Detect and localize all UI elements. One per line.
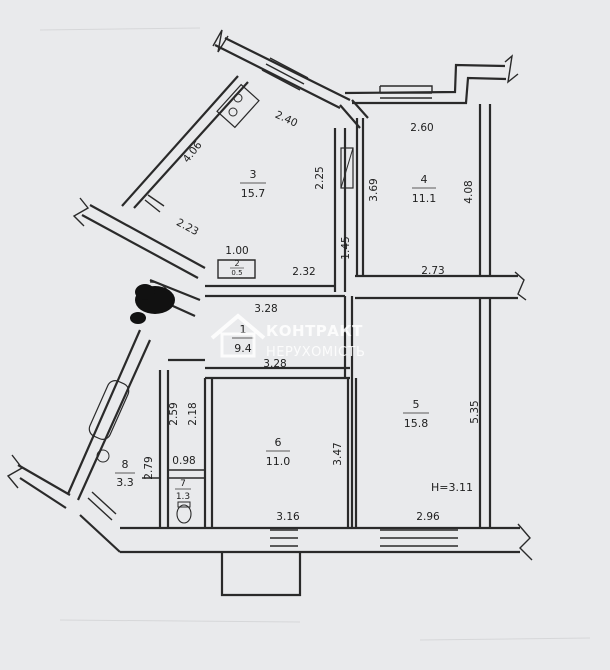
window-room4-top: [379, 85, 433, 104]
dimension-label: 4.08: [463, 180, 475, 203]
dimension-label: 2.40: [273, 109, 299, 130]
dimension-label: 2.18: [187, 402, 199, 425]
dimension-label: 2.60: [410, 122, 433, 134]
room-6-number: 6: [275, 436, 282, 449]
house-logo-icon: [210, 313, 266, 358]
window-bottom-room5: [380, 529, 458, 547]
dimension-label: 3.69: [368, 178, 380, 201]
agency-watermark: КОНТРАКТ НЕРУХОМІСТЬ: [210, 313, 365, 360]
dimension-label: 1.45: [340, 236, 352, 259]
room-1-area: 9.4: [234, 342, 252, 355]
window-kitchen-left: [144, 194, 165, 213]
room-6-area: 11.0: [266, 455, 291, 468]
dimension-label: 3.16: [276, 511, 300, 523]
dimension-label: 1.00: [225, 245, 248, 257]
balcony: [220, 552, 302, 597]
room-4-area: 11.1: [412, 192, 437, 205]
outer-walls: [6, 29, 533, 561]
bathtub-icon: [88, 380, 130, 440]
room-8-number: 8: [122, 458, 129, 471]
dimension-label: 2.25: [314, 166, 326, 189]
room-labels: 3 15.7 4 11.1 1 9.4 5 15.8 6 11.0 8 3.3 …: [115, 168, 436, 502]
dimension-labels: 2.40 2.60 4.06 2.25 3.69 4.08 2.23 1.45 …: [143, 109, 481, 523]
room-5-area: 15.8: [404, 417, 429, 430]
window-bottom-room6: [270, 529, 298, 547]
room-2-number: 2: [234, 259, 239, 268]
room-5-number: 5: [413, 398, 420, 411]
dimension-label: 2.59: [168, 402, 180, 425]
window-bathroom: [87, 491, 117, 521]
room-4-number: 4: [421, 173, 428, 186]
dimension-label: 5.35: [469, 400, 481, 423]
room-3-area: 15.7: [241, 187, 266, 200]
room-2-area: 0.5: [231, 269, 242, 277]
watermark-line1: КОНТРАКТ: [266, 322, 363, 340]
dimension-label: 2.73: [421, 265, 444, 277]
dimension-label: 2.96: [416, 511, 440, 523]
ventilation-shaft-icon: [340, 147, 354, 189]
room-7-number: 7: [180, 479, 186, 489]
dimension-label: 3.28: [254, 303, 277, 315]
sink-icon: [96, 449, 110, 463]
paper-background: [39, 27, 591, 641]
dimension-label: 2.79: [143, 456, 155, 479]
inner-walls: [142, 99, 369, 528]
room-7-area: 1.3: [176, 492, 190, 502]
dimension-label: 2.32: [292, 266, 315, 278]
dimension-label: 2.23: [174, 217, 200, 239]
stove-icon: [216, 83, 260, 129]
redaction-blot: [130, 284, 175, 324]
window-kitchen-top: [261, 57, 309, 91]
ceiling-height-label: H=3.11: [431, 481, 473, 494]
fixtures: [88, 83, 354, 524]
dimension-label: 4.06: [181, 139, 205, 165]
dimension-label: 3.28: [263, 358, 286, 370]
room-8-area: 3.3: [116, 476, 134, 489]
dimension-label: 0.98: [172, 455, 195, 467]
watermark-line2: НЕРУХОМІСТЬ: [266, 345, 365, 360]
windows: [87, 57, 458, 547]
dimension-label: 3.47: [332, 442, 344, 465]
room-1-number: 1: [240, 323, 247, 336]
toilet-icon: [176, 501, 192, 524]
room-3-number: 3: [250, 168, 257, 181]
